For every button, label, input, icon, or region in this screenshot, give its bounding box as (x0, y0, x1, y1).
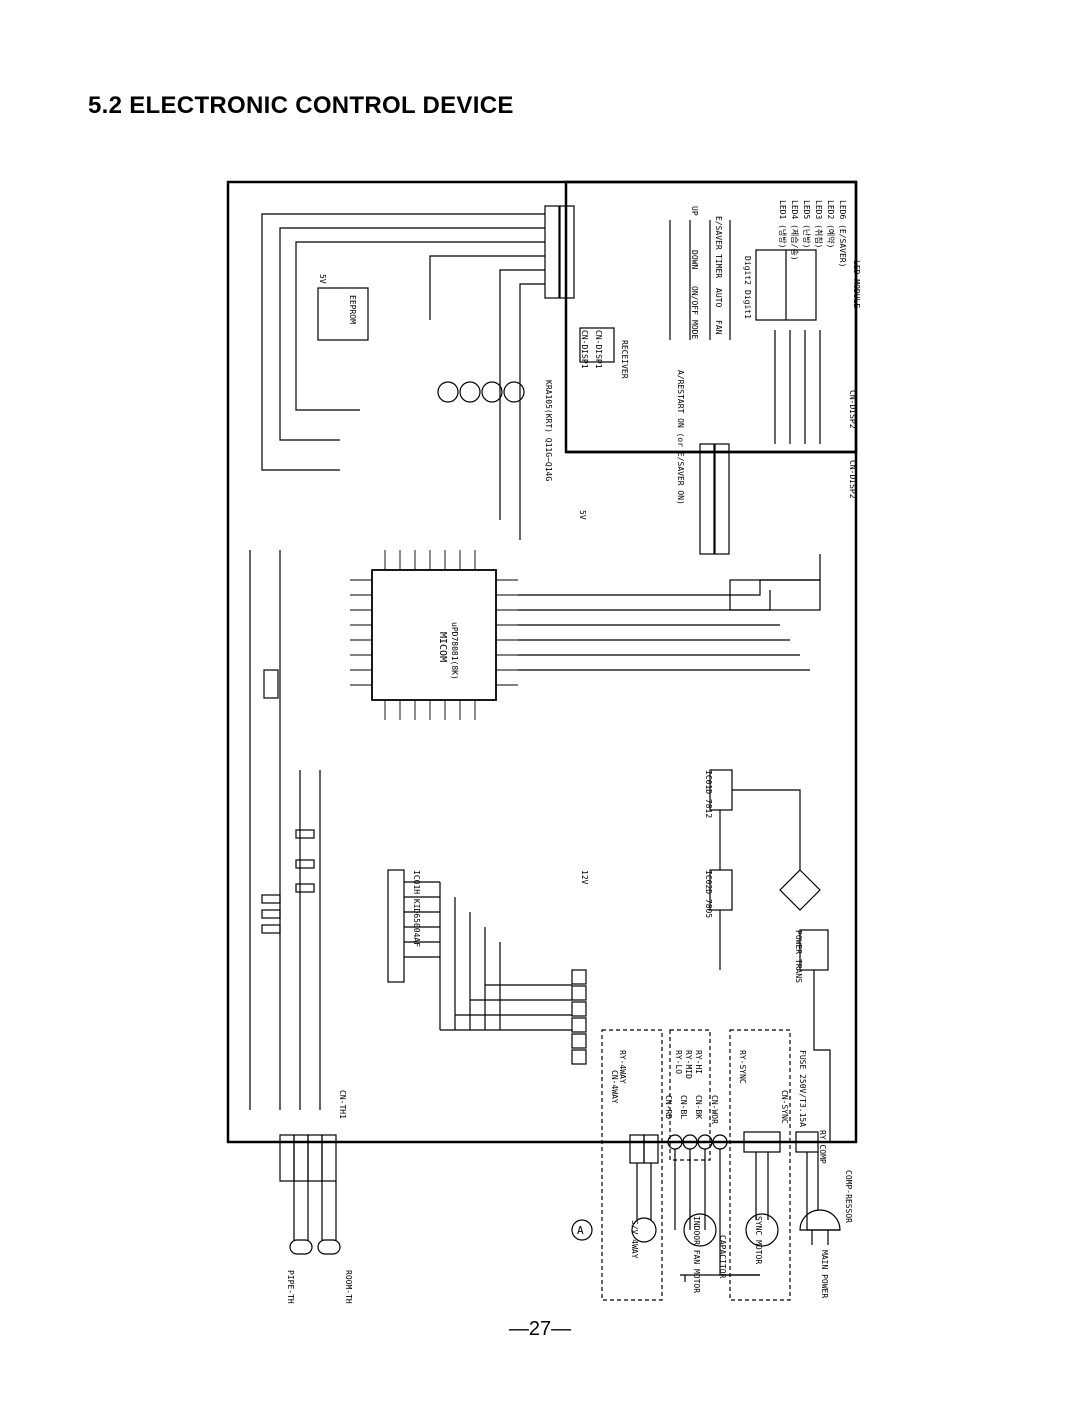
label-cn-sync: CN-SYNC (780, 1090, 789, 1124)
label-key-esaver: E/SAVER (714, 216, 723, 250)
cn-disp2-connector-b (714, 443, 730, 555)
label-key-onoff: ON/OFF (690, 286, 699, 315)
label-led1: LED1 (냉방) (778, 200, 788, 248)
label-ry-comp: RY-COMP (818, 1130, 827, 1164)
label-5v-eeprom: 5V (318, 274, 327, 284)
cn-4way-connector (629, 1134, 645, 1164)
label-node-a: A (577, 1224, 584, 1237)
label-fuse: FUSE 250V/T3.15A (798, 1050, 807, 1127)
label-main-power: MAIN POWER (820, 1250, 829, 1298)
indoor-fan-motor (683, 1213, 717, 1247)
label-ry-mid: RY-MID (684, 1050, 693, 1079)
bridge-rectifier (779, 869, 821, 911)
label-key-up: UP (690, 206, 699, 216)
label-ry-lo: RY-LO (674, 1050, 683, 1074)
label-led2: LED2 (예약) (826, 200, 836, 248)
4way-valve-coil (631, 1217, 657, 1243)
label-driver-ic: IC01H KID65004AF (412, 870, 421, 947)
label-key-timer: TIMER (714, 254, 723, 278)
label-power-trans: POWER TRANS (794, 930, 803, 983)
label-digit1: Digit1 (743, 290, 752, 319)
label-switch: A/RESTART ON (or E/SAVER ON) (676, 370, 685, 505)
label-capacitor: CAPACITOR (718, 1235, 727, 1279)
transistor-q11g (503, 381, 525, 403)
label-cn-4way: CN-4WAY (610, 1070, 619, 1104)
cn-disp1-connector-a (544, 205, 560, 299)
transistor-q14g (437, 381, 459, 403)
page-number: —27— (508, 1318, 572, 1340)
driver-ic-ic01h (387, 869, 405, 983)
label-receiver: RECEIVER (620, 340, 629, 379)
pipe-thermistor (289, 1239, 313, 1255)
cn-disp2-connector-a (699, 443, 715, 555)
regulator-7805 (709, 869, 733, 911)
label-transistor-part: KRA105(KRT) Q11G~Q14G (544, 380, 553, 481)
label-cn-disp2-b: CN-DISP2 (848, 460, 857, 499)
key-switches (669, 220, 731, 340)
label-cn-wor: CN-WOR (710, 1095, 719, 1124)
label-led-module: LED MODULE (852, 260, 861, 308)
label-cn-disp1-a: CN-DISP1 (580, 330, 589, 369)
label-led3: LED3 (취침) (814, 200, 823, 248)
page-title: 5.2 ELECTRONIC CONTROL DEVICE (88, 92, 514, 119)
label-ry-sync: RY-SYNC (738, 1050, 747, 1084)
label-cn-bk: CN-BK (694, 1095, 703, 1119)
label-indoor-fan-motor: INDOOR FAN MOTOR (692, 1216, 701, 1293)
main-board-outline (226, 180, 858, 1144)
display-board-outline (564, 180, 858, 454)
main-power-plug (799, 1209, 841, 1231)
label-cn-disp2-a: CN-DISP2 (848, 390, 857, 429)
node-a-marker (571, 1219, 593, 1241)
label-compressor: COMP-RESSOR (844, 1170, 853, 1223)
label-cn-rd: CN-RD (664, 1095, 673, 1119)
label-key-down: DOWN (690, 250, 699, 269)
label-cn-disp1-b: CN-DISP1 (594, 330, 603, 369)
receiver (579, 327, 615, 363)
label-key-mode: MODE (690, 320, 699, 339)
label-led6: LED6 (E/SAVER) (838, 200, 847, 267)
label-pipe-th: PIPE-TH (286, 1270, 295, 1304)
label-cn-th1: CN-TH1 (338, 1090, 347, 1119)
resistor-r03h (261, 894, 281, 904)
crystal-oscillator (263, 669, 279, 699)
dashed-region-a (601, 1029, 663, 1301)
label-ry-4way: RY-4WAY (618, 1050, 627, 1084)
label-led4: LED4 (제습/송) (790, 200, 799, 261)
label-key-auto: AUTO (714, 288, 723, 307)
label-micom-part: uPD78081(8K) (450, 622, 459, 680)
label-sync-motor: SYNC MOTOR (754, 1216, 763, 1264)
room-thermistor (317, 1239, 341, 1255)
cn-disp1-connector-b (559, 205, 575, 299)
label-5v-top: 5V (578, 510, 587, 520)
label-12v: 12V (580, 870, 589, 885)
label-ry-hi: RY-HI (694, 1050, 703, 1074)
micom-chip (371, 569, 497, 701)
label-micom: MICOM (437, 632, 448, 662)
schematic-diagram: CN-DISP1 CN-DISP1 CN-DISP2 CN-DISP2 LED … (226, 180, 861, 1304)
cn-sync-connector (743, 1131, 781, 1153)
label-led5: LED5 (난방) (802, 200, 812, 248)
label-room-th: ROOM-TH (344, 1270, 353, 1304)
label-sv-4way: S/V 4WAY (630, 1220, 639, 1259)
transistor-q13g (459, 381, 481, 403)
label-eeprom: EEPROM (348, 295, 357, 324)
label-regulator-7812: IC01D 7812 (704, 770, 713, 818)
label-digit2: Digit2 (743, 256, 752, 285)
label-key-fan: FAN (714, 320, 723, 335)
eeprom-chip (317, 287, 369, 341)
relay-coils (571, 969, 587, 1065)
sync-motor (745, 1213, 779, 1247)
transistor-q12g (481, 381, 503, 403)
led-driver-ic (729, 579, 821, 611)
label-cn-bl: CN-BL (679, 1095, 688, 1119)
power-transformer (799, 929, 829, 971)
label-regulator-7805: IC02D 7805 (704, 870, 713, 918)
